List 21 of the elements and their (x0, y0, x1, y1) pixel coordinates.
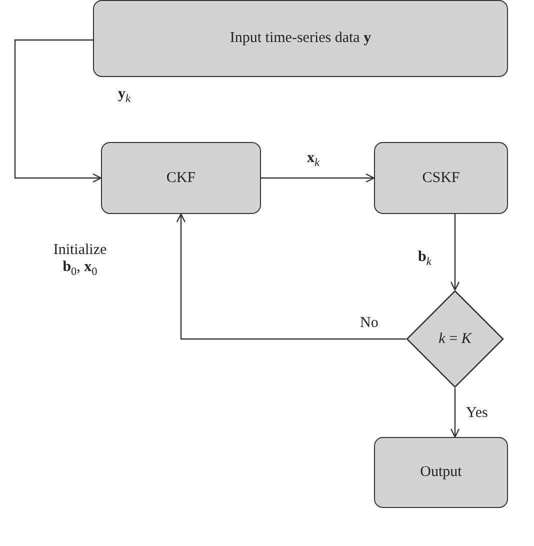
process-box (374, 437, 508, 508)
note-text: Initialize b$_{0}$, x$_{0}$ (52, 242, 108, 278)
arrow (450, 214, 460, 291)
arrow (14, 39, 102, 183)
edge-label: b$_{k}$ (418, 249, 432, 268)
node-label: k = K (438, 330, 472, 348)
node-label: Input time-series data y (230, 30, 372, 47)
process-box (374, 142, 508, 214)
edge-label: No (360, 315, 378, 332)
arrow (261, 173, 375, 183)
arrow (450, 388, 460, 438)
node-label: CKF (166, 170, 196, 186)
process-box (93, 0, 508, 77)
process-box (101, 142, 261, 214)
node-label: CSKF (422, 170, 460, 186)
edge-label: y$_{k}$ (118, 86, 130, 105)
arrow (176, 213, 406, 340)
decision-diamond (406, 290, 504, 388)
edge-label: x$_{k}$ (307, 150, 320, 169)
edge-label: Yes (466, 405, 488, 422)
node-label: Output (420, 464, 462, 481)
